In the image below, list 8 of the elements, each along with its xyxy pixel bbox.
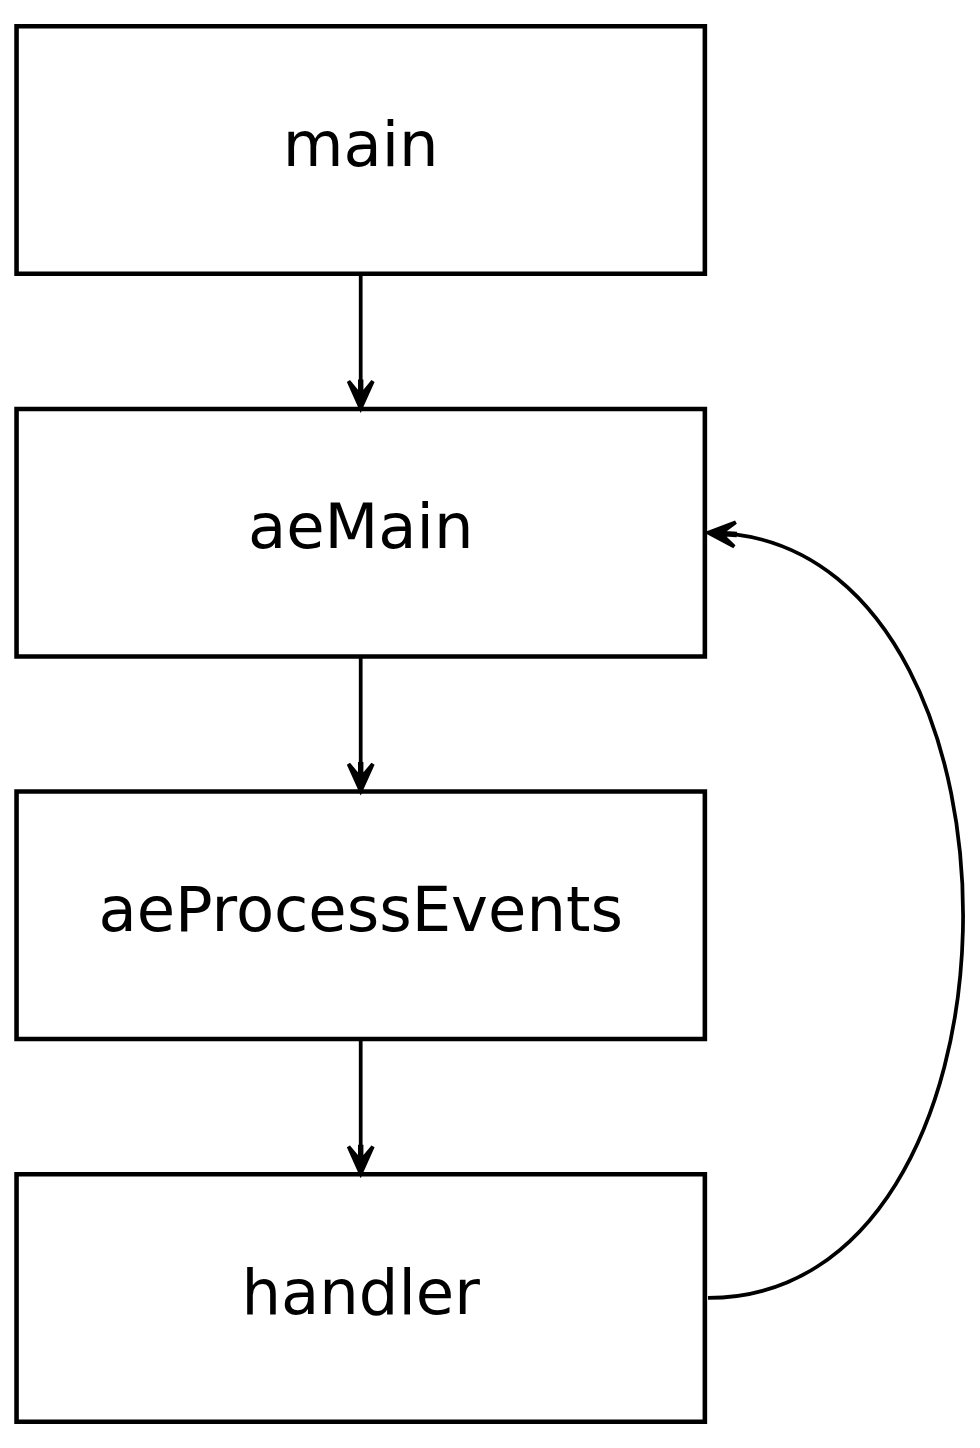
- node-box: aeProcessEvents: [14, 789, 708, 1042]
- arrow: [706, 520, 965, 1300]
- arrow: [346, 273, 375, 411]
- arrow: [346, 1039, 375, 1176]
- node-box: main: [14, 24, 708, 277]
- arrow: [346, 656, 375, 793]
- node-box: handler: [14, 1171, 708, 1424]
- node-box: aeMain: [14, 406, 708, 659]
